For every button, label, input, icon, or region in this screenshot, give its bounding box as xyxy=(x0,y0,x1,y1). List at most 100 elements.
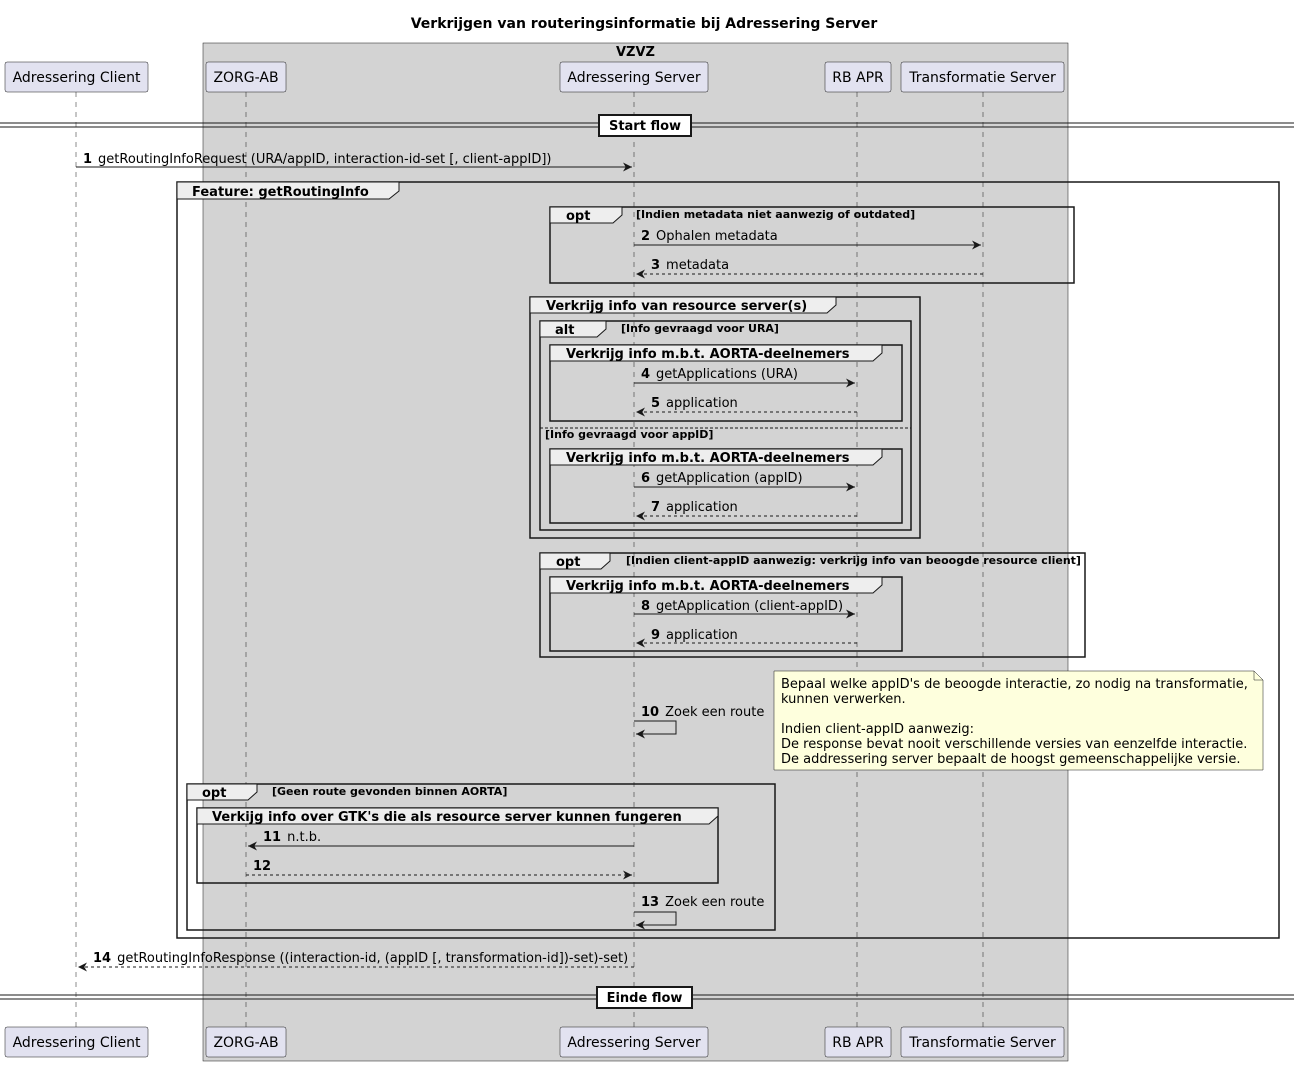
participant-zorgab-bottom: ZORG-AB xyxy=(205,1026,287,1058)
separator-label: Einde flow xyxy=(607,991,683,1006)
message-6: 6 getApplication (appID) xyxy=(634,471,855,492)
frame-opt-gtk: opt [Geen route gevonden binnen AORTA] xyxy=(186,783,776,931)
participant-label: Adressering Server xyxy=(567,1035,700,1051)
message-number: 10 xyxy=(641,705,659,720)
message-3: 3 metadata xyxy=(636,258,983,279)
frame-aorta-2: Verkrijg info m.b.t. AORTA-deelnemers xyxy=(549,448,903,524)
frame-alt: alt [Info gevraagd voor URA] [Info gevra… xyxy=(539,320,912,531)
frame-resource-server-label: Verkrijg info van resource server(s) xyxy=(546,299,807,314)
message-12: 12 xyxy=(246,859,632,880)
vzvz-box: VZVZ xyxy=(202,42,1069,1062)
message-text: getApplication (appID) xyxy=(656,471,803,486)
participant-label: RB APR xyxy=(832,70,884,86)
frame-opt-gtk-guard: [Geen route gevonden binnen AORTA] xyxy=(272,785,507,798)
message-8: 8 getApplication (client-appID) xyxy=(634,599,855,619)
participant-zorgab-top: ZORG-AB xyxy=(205,61,287,93)
message-text: application xyxy=(666,396,738,411)
message-text: getApplication (client-appID) xyxy=(656,599,843,614)
participant-rbapr-top: RB APR xyxy=(824,61,892,93)
frame-aorta-1-label: Verkrijg info m.b.t. AORTA-deelnemers xyxy=(566,347,850,362)
frame-aorta-3-label: Verkrijg info m.b.t. AORTA-deelnemers xyxy=(566,579,850,594)
separator-end: Einde flow xyxy=(0,986,1294,1009)
message-9: 9 application xyxy=(636,628,857,648)
message-number: 6 xyxy=(641,471,650,486)
frame-aorta-1: Verkrijg info m.b.t. AORTA-deelnemers xyxy=(549,344,903,422)
note: Bepaal welke appID's de beoogde interact… xyxy=(773,670,1264,771)
note-line: De addressering server bepaalt de hoogst… xyxy=(781,752,1241,767)
participant-transf-top: Transformatie Server xyxy=(900,61,1065,93)
participant-label: Transformatie Server xyxy=(908,1035,1056,1051)
message-5: 5 application xyxy=(636,396,857,417)
note-line: Indien client-appID aanwezig: xyxy=(781,722,974,737)
frame-opt-client-label: opt xyxy=(556,555,580,570)
vzvz-box-label: VZVZ xyxy=(616,45,655,60)
participant-label: ZORG-AB xyxy=(213,70,278,86)
frame-gtk: Verkijg info over GTK's die als resource… xyxy=(196,807,719,884)
svg-text:11n.t.b.: 11n.t.b. xyxy=(263,830,321,845)
frame-gtk-label: Verkijg info over GTK's die als resource… xyxy=(212,810,682,825)
participant-label: Transformatie Server xyxy=(908,70,1056,86)
message-number: 7 xyxy=(651,500,660,515)
message-number: 14 xyxy=(93,951,111,966)
frame-alt-guard: [Info gevraagd voor URA] xyxy=(621,322,779,335)
participant-label: Adressering Client xyxy=(13,70,141,86)
separator-label: Start flow xyxy=(609,119,681,134)
message-number: 5 xyxy=(651,396,660,411)
frame-opt-client: opt [Indien client-appID aanwezig: verkr… xyxy=(539,552,1086,658)
frame-feature: Feature: getRoutingInfo xyxy=(176,181,1280,939)
message-number: 13 xyxy=(641,895,659,910)
frame-opt-metadata-guard: [Indien metadata niet aanwezig of outdat… xyxy=(636,208,915,221)
svg-text:12: 12 xyxy=(253,859,271,874)
message-text: Ophalen metadata xyxy=(656,229,778,244)
frame-alt-else-guard: [Info gevraagd voor appID] xyxy=(545,428,713,441)
message-10: 10 Zoek een route xyxy=(634,705,764,739)
message-text: application xyxy=(666,500,738,515)
separator-start: Start flow xyxy=(0,114,1294,137)
message-text: Zoek een route xyxy=(665,895,764,910)
message-number: 1 xyxy=(83,152,92,167)
message-number: 12 xyxy=(253,859,271,874)
message-text: Zoek een route xyxy=(665,705,764,720)
message-number: 9 xyxy=(651,628,660,643)
diagram-title: Verkrijgen van routeringsinformatie bij … xyxy=(411,16,878,32)
participant-server-bottom: Adressering Server xyxy=(559,1026,709,1058)
participant-rbapr-bottom: RB APR xyxy=(824,1026,892,1058)
participant-client-bottom: Adressering Client xyxy=(4,1026,149,1058)
frame-aorta-2-label: Verkrijg info m.b.t. AORTA-deelnemers xyxy=(566,451,850,466)
participant-label: ZORG-AB xyxy=(213,1035,278,1051)
participant-server-top: Adressering Server xyxy=(559,61,709,93)
participant-label: RB APR xyxy=(832,1035,884,1051)
note-line: kunnen verwerken. xyxy=(781,692,906,707)
frame-opt-metadata-label: opt xyxy=(566,209,590,224)
message-text: application xyxy=(666,628,738,643)
message-number: 3 xyxy=(651,258,660,273)
participant-label: Adressering Client xyxy=(13,1035,141,1051)
message-number: 4 xyxy=(641,367,650,382)
frame-resource-server: Verkrijg info van resource server(s) xyxy=(529,296,921,539)
frame-feature-label: Feature: getRoutingInfo xyxy=(192,185,369,200)
participant-label: Adressering Server xyxy=(567,70,700,86)
message-13: 13 Zoek een route xyxy=(634,895,764,930)
message-number: 8 xyxy=(641,599,650,614)
frame-opt-gtk-label: opt xyxy=(202,786,226,801)
participant-client-top: Adressering Client xyxy=(4,61,149,93)
note-line: Bepaal welke appID's de beoogde interact… xyxy=(781,677,1248,692)
note-line: De response bevat nooit verschillende ve… xyxy=(781,737,1247,752)
frame-alt-label: alt xyxy=(555,323,574,338)
message-text: metadata xyxy=(666,258,729,273)
